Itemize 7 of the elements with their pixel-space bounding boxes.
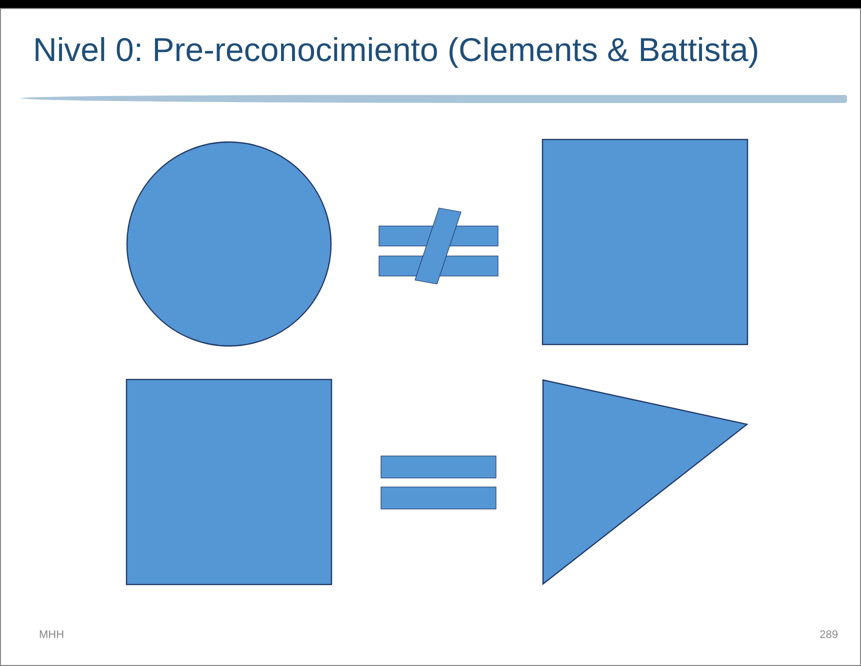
- circle-shape: [126, 141, 332, 347]
- square-shape: [126, 379, 332, 585]
- triangle-shape: [542, 379, 748, 585]
- slide-title: Nivel 0: Pre-reconocimiento (Clements & Battista): [33, 31, 760, 69]
- footer-text: MHH: [39, 629, 64, 641]
- page-number: 289: [820, 629, 838, 641]
- square-shape: [542, 139, 748, 345]
